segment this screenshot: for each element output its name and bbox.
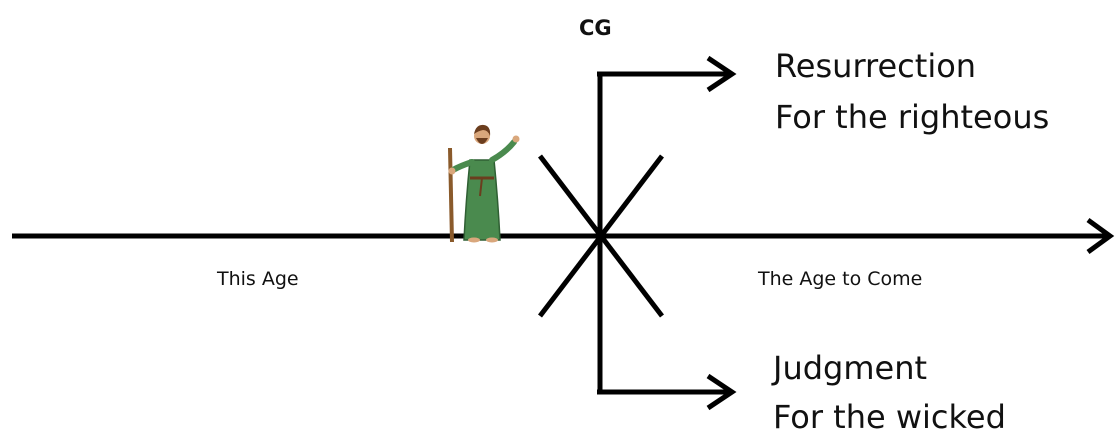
robed-man-with-staff-icon xyxy=(448,124,520,243)
judgment-label: Judgment xyxy=(771,349,927,387)
resurrection-label: Resurrection xyxy=(775,47,976,85)
timeline xyxy=(12,217,1115,255)
wicked-label: For the wicked xyxy=(773,398,1006,436)
timeline-arrowhead xyxy=(1086,217,1115,255)
age-to-come-label: The Age to Come xyxy=(757,268,922,290)
this-age-label: This Age xyxy=(216,268,299,290)
center-label: CG xyxy=(579,16,612,40)
righteous-label: For the righteous xyxy=(775,98,1049,136)
branch-lines xyxy=(597,55,737,411)
lower-branch-arrowhead xyxy=(706,373,737,411)
upper-branch-arrowhead xyxy=(706,55,737,93)
